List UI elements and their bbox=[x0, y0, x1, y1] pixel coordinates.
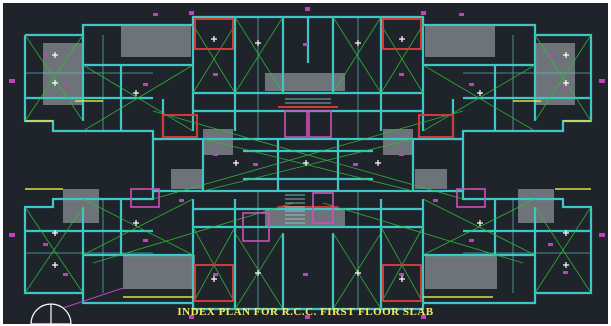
drawing-title: INDEX PLAN FOR R.C.C. FIRST FLOOR SLAB bbox=[177, 306, 434, 318]
stair bbox=[285, 98, 331, 224]
ledges bbox=[25, 100, 591, 298]
slab-diagonals bbox=[24, 16, 592, 310]
column-marks bbox=[52, 36, 569, 282]
dimension-tags bbox=[9, 13, 605, 276]
beam-lines bbox=[25, 17, 591, 309]
floor-plan-drawing bbox=[9, 7, 605, 324]
cad-viewport[interactable]: INDEX PLAN FOR R.C.C. FIRST FLOOR SLAB bbox=[3, 3, 608, 324]
lift-shafts bbox=[130, 110, 486, 242]
grid-bubbles bbox=[189, 7, 426, 319]
circle-arc-icon bbox=[30, 303, 72, 324]
slab-hatch-panels bbox=[43, 25, 575, 289]
leader-lines bbox=[62, 287, 124, 309]
